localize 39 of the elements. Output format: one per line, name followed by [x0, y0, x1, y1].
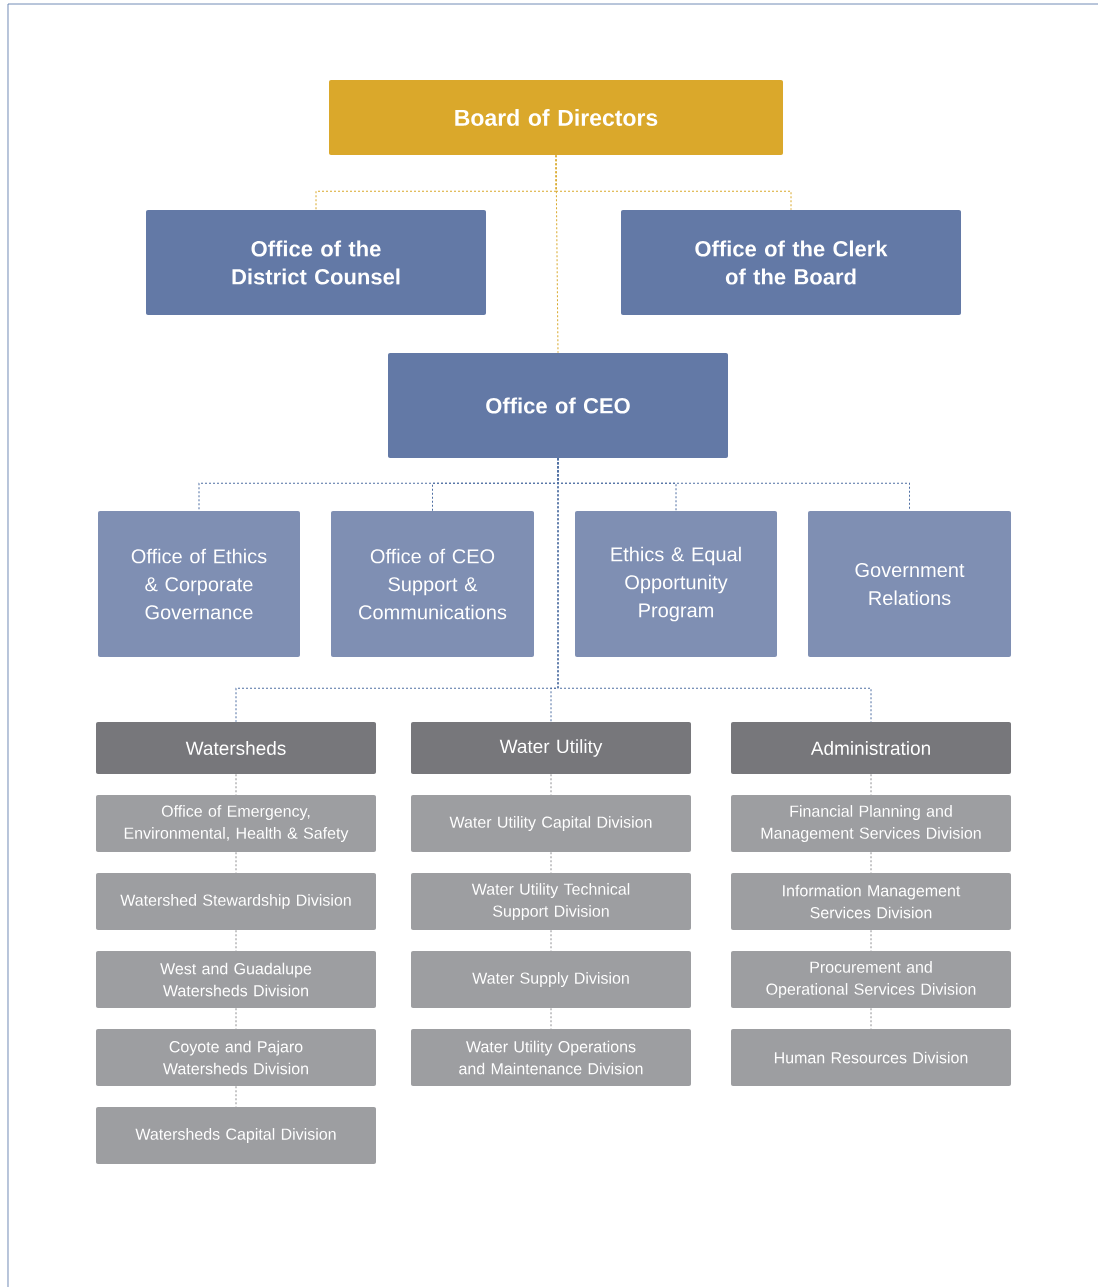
office-box: Office of Ethics & Corporate Governance	[98, 511, 300, 657]
division-box: Water Utility Capital Division	[411, 795, 691, 852]
division-box: Coyote and Pajaro Watersheds Division	[96, 1029, 376, 1086]
connector-line	[235, 1085, 237, 1108]
connector-line	[870, 929, 872, 952]
connector-line	[870, 851, 872, 874]
office-box: Government Relations	[808, 511, 1011, 657]
connector-line	[555, 154, 559, 354]
division-box: Watershed Stewardship Division	[96, 873, 376, 930]
office-box: Ethics & Equal Opportunity Program	[575, 511, 777, 657]
connector-line	[870, 773, 872, 796]
group-header-box: Watersheds	[96, 722, 376, 774]
division-box: Information Management Services Division	[731, 873, 1011, 930]
office-box: Office of the District Counsel	[146, 210, 486, 315]
connector-line	[550, 851, 552, 874]
connector-line	[870, 1007, 872, 1030]
division-box: Procurement and Operational Services Division	[731, 951, 1011, 1008]
division-box: Watersheds Capital Division	[96, 1107, 376, 1164]
connector-line	[235, 1007, 237, 1030]
office-box: Office of the Clerk of the Board	[621, 210, 961, 315]
group-header-box: Water Utility	[411, 722, 691, 774]
office-box: Office of CEO	[388, 353, 728, 458]
connector-line	[235, 929, 237, 952]
group-header-box: Administration	[731, 722, 1011, 774]
division-box: Water Utility Operations and Maintenance Division	[411, 1029, 691, 1086]
connector-line	[550, 1007, 552, 1030]
connector-line	[235, 851, 237, 874]
office-box: Office of CEO Support & Communications	[331, 511, 534, 657]
division-box: Financial Planning and Management Services Division	[731, 795, 1011, 852]
division-box: Water Supply Division	[411, 951, 691, 1008]
division-box: West and Guadalupe Watersheds Division	[96, 951, 376, 1008]
division-box: Human Resources Division	[731, 1029, 1011, 1086]
connector-line	[557, 457, 872, 723]
connector-line	[550, 929, 552, 952]
board-box: Board of Directors	[329, 80, 783, 155]
division-box: Office of Emergency, Environmental, Health & Safety	[96, 795, 376, 852]
division-box: Water Utility Technical Support Division	[411, 873, 691, 930]
connector-line	[235, 773, 237, 796]
connector-line	[550, 773, 552, 796]
